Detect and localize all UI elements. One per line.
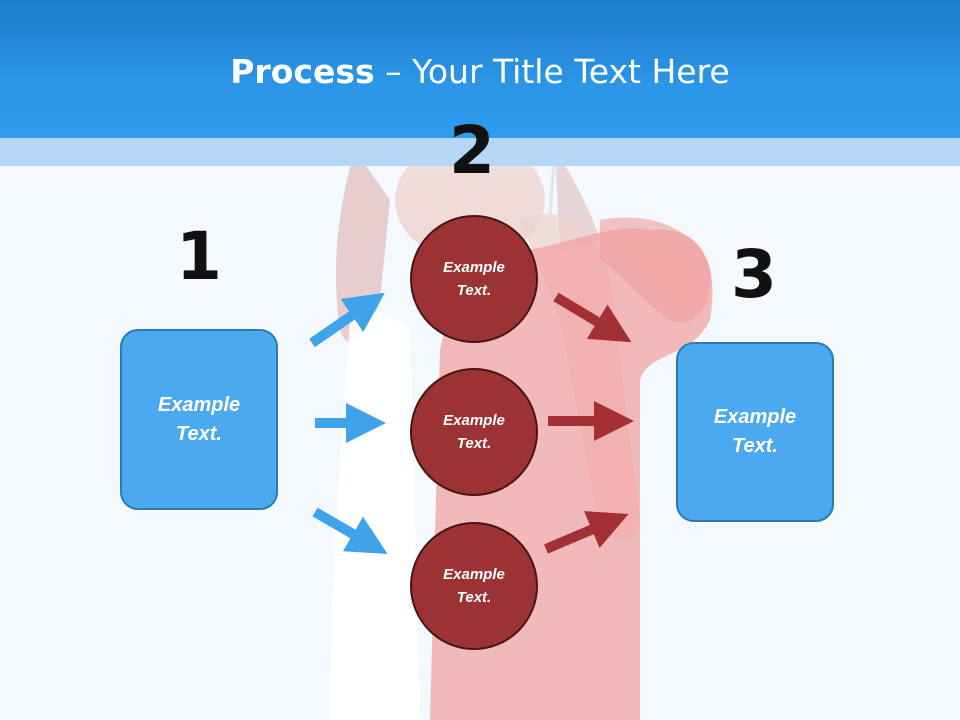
step-box-1-line1: Example [157,393,241,416]
header-strip [0,138,960,166]
title-bold: Process [230,52,375,91]
arrow-red-down [553,292,632,343]
title-rest: – Your Title Text Here [374,52,730,91]
circle-bottom-line1: Example [443,566,505,583]
arrow-blue-down [312,507,388,555]
circle-middle: Example Text. [410,368,538,496]
step-box-1-line2: Text. [176,422,222,445]
step-box-3: Example Text. [676,342,834,522]
step-number-2: 2 [449,112,495,189]
circle-bottom-line2: Text. [456,589,492,606]
step-box-1: Example Text. [120,329,278,510]
circle-middle-line1: Example [443,412,505,429]
step-box-3-line1: Example [713,406,797,428]
arrow-red-up [544,511,629,554]
circle-top-line1: Example [443,259,505,276]
step-number-1: 1 [176,218,222,295]
arrow-blue-up [309,292,385,348]
circle-bottom: Example Text. [410,522,538,650]
header-bar [0,0,960,138]
step-number-3: 3 [731,236,777,313]
circle-top: Example Text. [410,215,538,343]
circle-middle-line2: Text. [456,435,492,452]
circle-top-line2: Text. [456,282,492,299]
slide-title: Process – Your Title Text Here [0,52,960,91]
step-box-3-line2: Text. [732,435,778,457]
